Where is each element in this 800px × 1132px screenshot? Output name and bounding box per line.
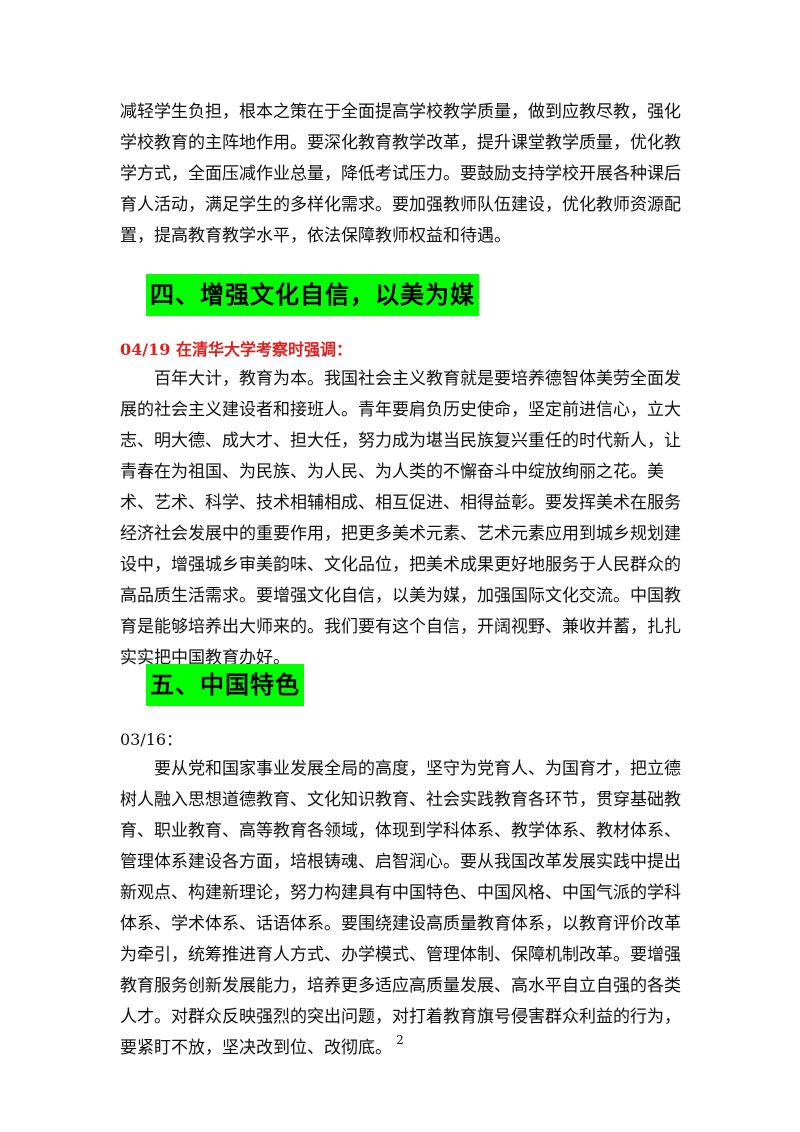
section-4-heading: 四、增强文化自信，以美为媒 — [146, 274, 479, 316]
section-5-body-text: 要从党和国家事业发展全局的高度，坚守为党育人、为国育才，把立德树人融入思想道德教… — [120, 759, 681, 1058]
section-5-body: 要从党和国家事业发展全局的高度，坚守为党育人、为国育才，把立德树人融入思想道德教… — [120, 754, 682, 1064]
section-5-dateline: 03/16： — [120, 730, 183, 749]
paragraph-top-text: 减轻学生负担，根本之策在于全面提高学校教学质量，做到应教尽教，强化学校教育的主阵… — [120, 102, 681, 246]
section-5-heading: 五、中国特色 — [146, 664, 304, 706]
page-number: 2 — [396, 1033, 404, 1047]
section-4-body: 百年大计，教育为本。我国社会主义教育就是要培养德智体美劳全面发展的社会主义建设者… — [120, 364, 682, 674]
section-4-dateline: 04/19 在清华大学考察时强调： — [120, 340, 352, 359]
paragraph-top: 减轻学生负担，根本之策在于全面提高学校教学质量，做到应教尽教，强化学校教育的主阵… — [120, 97, 682, 252]
section-4-body-text: 百年大计，教育为本。我国社会主义教育就是要培养德智体美劳全面发展的社会主义建设者… — [120, 369, 681, 668]
